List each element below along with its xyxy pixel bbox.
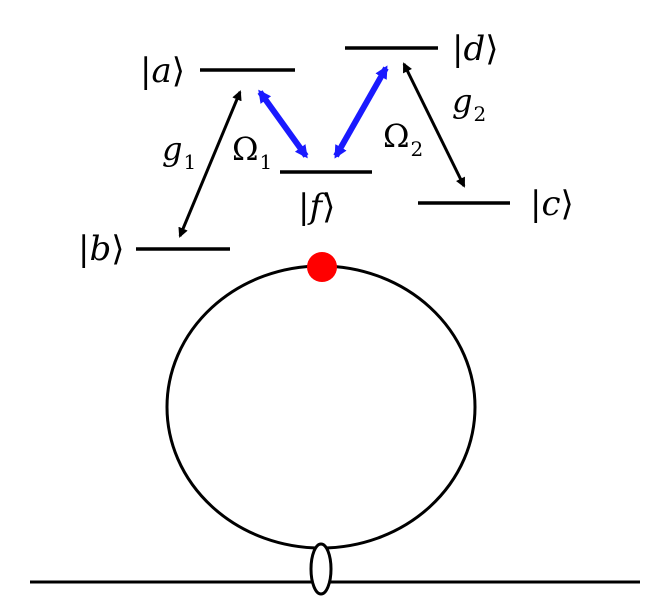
ket-f-label: |f⟩ — [298, 187, 335, 227]
coupling-arrow-g2 — [402, 62, 466, 188]
drive-arrow-omega1 — [257, 89, 309, 159]
atom-dot — [307, 252, 337, 282]
ring-resonator — [165, 264, 477, 550]
g2-label: g2 — [452, 82, 486, 126]
ket-a-label: |a⟩ — [140, 51, 185, 91]
coupling-arrow-g1 — [178, 90, 242, 238]
omega2-label: Ω2 — [383, 117, 423, 161]
ket-d-label: |d⟩ — [452, 29, 499, 69]
omega1-label: Ω1 — [232, 130, 272, 174]
g1-label: g1 — [162, 130, 196, 174]
drive-arrow-omega2 — [333, 65, 389, 159]
ket-c-label: |c⟩ — [530, 184, 574, 224]
ket-b-label: |b⟩ — [78, 229, 125, 269]
coupler-ellipse — [309, 542, 333, 596]
